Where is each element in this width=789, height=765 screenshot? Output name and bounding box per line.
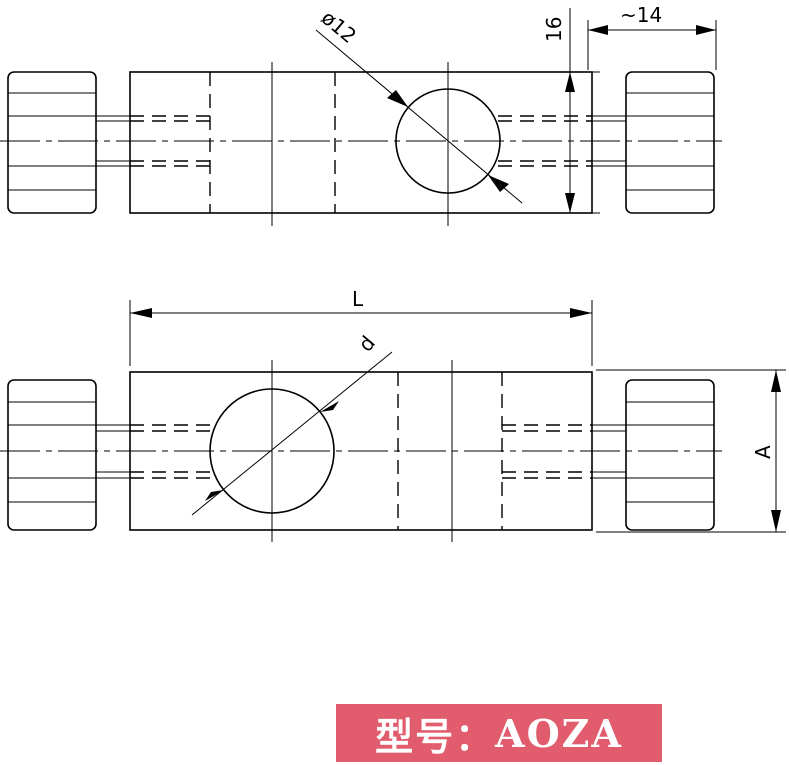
bottom-right-knob xyxy=(625,379,715,531)
top-view: ø12 16 ~14 xyxy=(0,3,722,226)
length-arrow xyxy=(570,308,592,318)
bottom-hole-arrow xyxy=(320,401,339,412)
top-left-knob xyxy=(7,71,97,214)
model-label: 型号： xyxy=(375,713,496,759)
top-height-arrow xyxy=(565,72,575,92)
height-arrow xyxy=(771,370,781,392)
bottom-hole-label: d xyxy=(353,331,380,356)
top-hole-dimension-line xyxy=(315,29,523,204)
top-hole-arrow xyxy=(387,90,408,107)
knob-width-arrow xyxy=(588,25,608,35)
top-hole-circle xyxy=(395,88,501,194)
length-label: L xyxy=(352,287,364,311)
model-code: AOZA xyxy=(495,710,623,756)
bottom-view: d L A xyxy=(0,287,786,542)
top-hole-label: ø12 xyxy=(317,5,361,48)
height-arrow xyxy=(771,510,781,532)
bottom-left-knob xyxy=(7,379,97,531)
knob-width-arrow xyxy=(696,25,716,35)
top-right-knob xyxy=(625,71,715,214)
height-label: A xyxy=(751,445,775,459)
top-body xyxy=(129,71,593,214)
bottom-hole-dimension-line xyxy=(191,351,393,516)
top-height-label: 16 xyxy=(542,17,566,42)
knob-width-label: ~14 xyxy=(620,3,662,27)
length-arrow xyxy=(130,308,152,318)
top-height-arrow xyxy=(565,193,575,213)
bottom-hole-arrow xyxy=(205,490,224,501)
bottom-hole-circle xyxy=(209,388,335,514)
top-hole-arrow xyxy=(488,175,509,192)
model-badge: 型号： AOZA xyxy=(336,704,662,762)
